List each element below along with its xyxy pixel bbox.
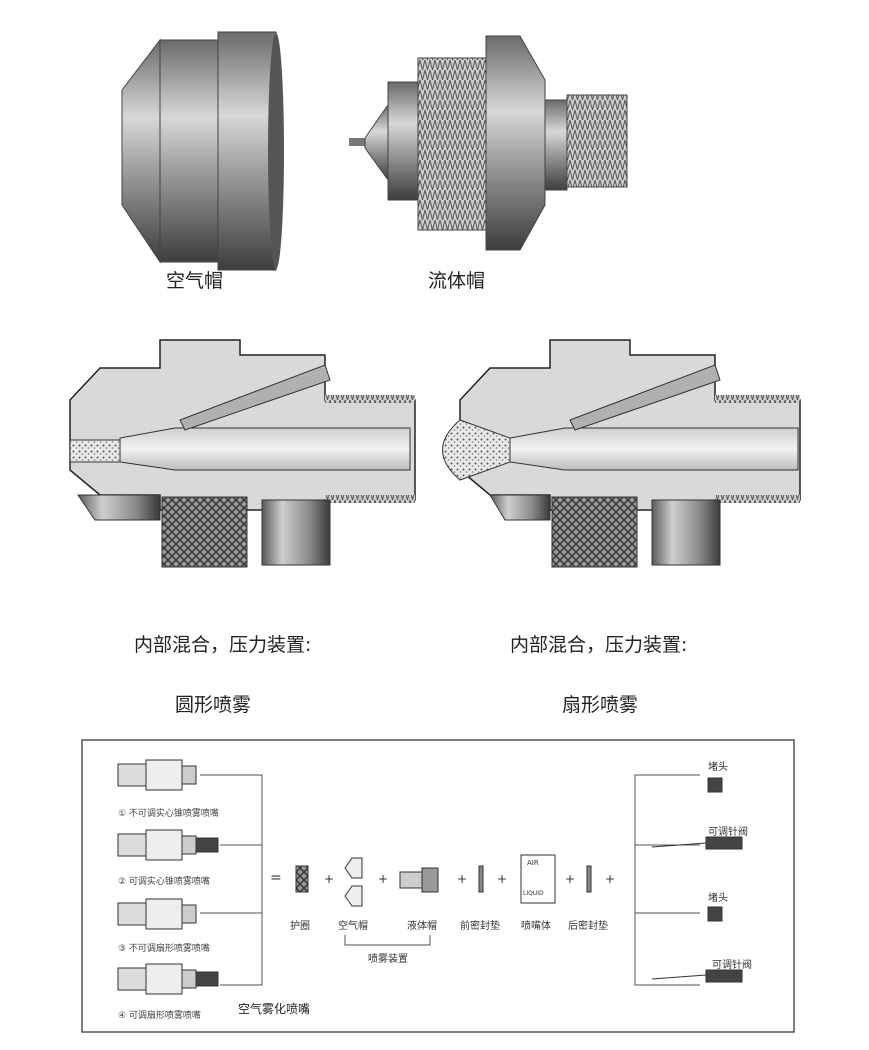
right-part-icons: [651, 777, 743, 983]
plus-sign-3: +: [457, 872, 468, 886]
left-item-3: ③ 不可调扇形喷雾喷嘴: [118, 944, 210, 954]
spray-set-label: 喷雾装置: [368, 954, 408, 965]
left-item-4: ④ 可调扇形喷雾喷嘴: [118, 1011, 201, 1021]
diagram-title: 空气雾化喷嘴: [238, 1002, 311, 1016]
liquid-cap-label: 液体帽: [407, 921, 437, 932]
fluid-cap-photo: [349, 35, 628, 251]
body-air-text: AIR: [527, 859, 539, 867]
cutaway-round-spray: [69, 339, 416, 568]
body-liquid-text: LIQUID: [523, 890, 544, 897]
plug-label-1: 堵头: [708, 762, 728, 773]
equals-sign: =: [270, 870, 282, 886]
air-cap-photo: [121, 31, 284, 271]
left-item-2: ② 可调实心锥喷雾喷嘴: [118, 877, 210, 887]
plus-sign-5: +: [565, 872, 576, 886]
spray-set-bracket: [344, 935, 431, 946]
air-cap-label: 空气帽: [166, 270, 224, 292]
left-nozzle-icons: [117, 759, 219, 995]
valve-label-1: 可调针阀: [708, 827, 748, 838]
plus-sign-2: +: [378, 872, 389, 886]
left-caption-line1: 内部混合，压力装置:: [134, 634, 312, 656]
right-caption-line2: 扇形喷雾: [562, 694, 639, 716]
air-cap-part-label: 空气帽: [338, 921, 368, 932]
part-icons: [295, 854, 592, 907]
cutaway-fan-spray: [442, 339, 801, 568]
plus-sign-6: +: [605, 872, 616, 886]
plug-label-2: 堵头: [708, 893, 728, 904]
front-gasket-label: 前密封垫: [460, 921, 500, 932]
left-bracket: [200, 774, 263, 986]
right-bracket: [634, 774, 700, 986]
guard-ring-label: 护圈: [290, 921, 310, 932]
valve-label-2: 可调针阀: [712, 960, 752, 971]
plus-sign-1: +: [324, 872, 335, 886]
nozzle-body-label: 喷嘴体: [521, 921, 551, 932]
rear-gasket-label: 后密封垫: [568, 921, 608, 932]
left-caption-line2: 圆形喷雾: [175, 694, 252, 716]
plus-sign-4: +: [497, 872, 508, 886]
left-item-1: ① 不可调实心锥喷雾喷嘴: [118, 809, 219, 819]
fluid-cap-label: 流体帽: [428, 270, 486, 292]
right-caption-line1: 内部混合，压力装置:: [510, 634, 688, 656]
